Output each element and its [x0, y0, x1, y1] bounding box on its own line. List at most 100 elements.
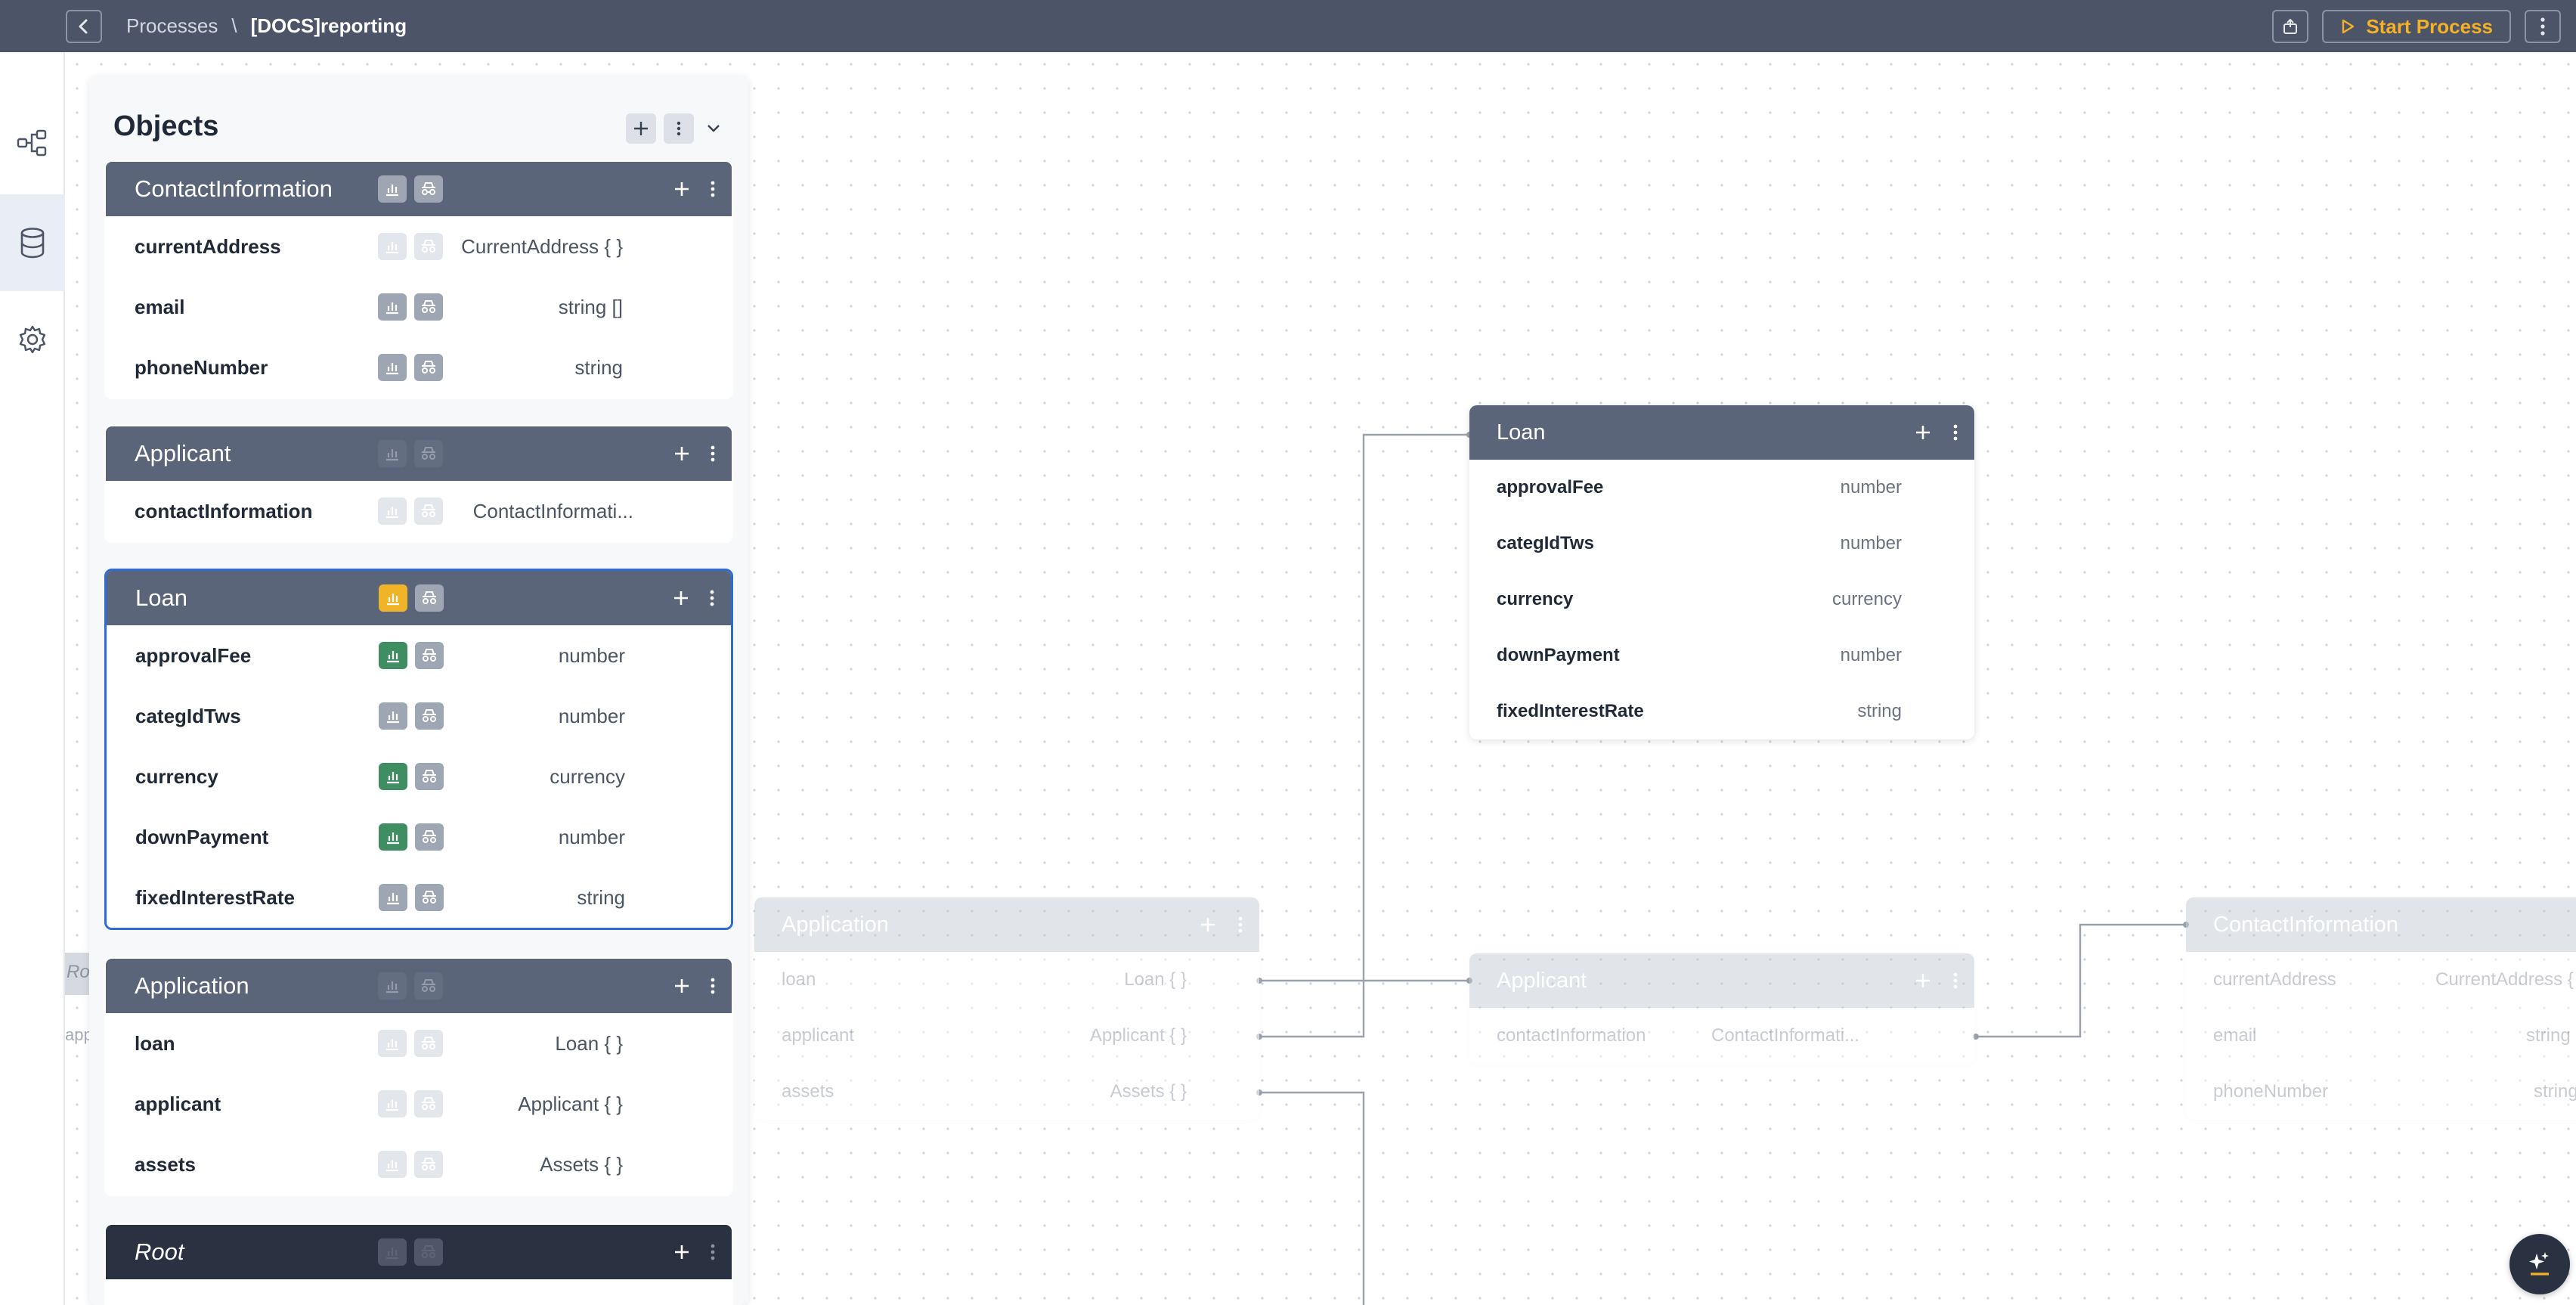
field-row[interactable]: phoneNumber string [106, 337, 732, 398]
sensitive-data-badge[interactable] [414, 354, 443, 381]
reporting-badge[interactable] [378, 498, 407, 525]
field-row[interactable]: assets Assets { } [106, 1134, 732, 1195]
plus-icon[interactable] [1914, 972, 1932, 990]
incognito-icon [423, 830, 436, 843]
sensitive-data-badge[interactable] [414, 498, 443, 525]
more-vertical-icon[interactable] [711, 1244, 715, 1260]
sensitive-data-badge[interactable] [414, 1151, 443, 1178]
reporting-badge[interactable] [378, 440, 407, 467]
object-card-loan[interactable]: Loan approvalFee number categIdTws numbe… [104, 569, 733, 930]
rail-item-data-model[interactable] [0, 194, 65, 291]
reporting-badge[interactable] [378, 1238, 407, 1266]
bar-chart-icon [386, 184, 398, 197]
plus-icon[interactable] [672, 589, 690, 607]
play-icon [2342, 19, 2355, 34]
field-type: Applicant { } [518, 1092, 623, 1115]
field-row[interactable]: loan Loan { } [106, 1013, 732, 1074]
incognito-icon [423, 709, 436, 722]
more-vertical-icon[interactable] [711, 181, 715, 197]
reporting-badge[interactable] [378, 233, 407, 260]
sensitive-data-badge[interactable] [414, 972, 443, 1000]
panel-more-button[interactable] [664, 113, 694, 144]
object-card-root[interactable]: Root [104, 1223, 733, 1305]
breadcrumb-processes[interactable]: Processes [126, 14, 218, 37]
back-button[interactable] [66, 10, 102, 43]
plus-icon[interactable] [673, 1243, 691, 1261]
plus-icon[interactable] [1914, 423, 1932, 442]
field-name: email [135, 295, 185, 318]
node-title: Application [782, 912, 889, 937]
sensitive-data-badge[interactable] [414, 293, 443, 321]
reporting-badge[interactable] [378, 1151, 407, 1178]
collapse-panel-button[interactable] [701, 113, 726, 144]
object-card-application[interactable]: Application loan Loan { } applicant Appl… [104, 957, 733, 1196]
reporting-badge[interactable] [379, 763, 407, 790]
incognito-icon [422, 1245, 435, 1258]
plus-icon[interactable] [673, 180, 691, 198]
sensitive-data-badge[interactable] [415, 823, 444, 851]
more-menu-button[interactable] [2525, 10, 2561, 43]
sensitive-data-badge[interactable] [414, 1238, 443, 1266]
sensitive-data-badge[interactable] [415, 642, 444, 669]
field-row[interactable]: email string [] [106, 277, 732, 337]
field-type: string [1857, 701, 1902, 721]
field-row[interactable]: currentAddress CurrentAddress { } [106, 216, 732, 277]
reporting-badge[interactable] [378, 293, 407, 321]
sensitive-data-badge[interactable] [414, 175, 443, 203]
sensitive-data-badge[interactable] [414, 1090, 443, 1117]
sensitive-data-badge[interactable] [414, 1030, 443, 1057]
sensitive-data-badge[interactable] [415, 584, 444, 612]
reporting-badge[interactable] [379, 702, 407, 730]
reporting-badge[interactable] [378, 1090, 407, 1117]
field-row[interactable]: categIdTws number [107, 686, 731, 746]
card-title: Application [135, 972, 249, 999]
object-card-contact-information[interactable]: ContactInformation currentAddress Curren… [104, 160, 733, 399]
reporting-badge[interactable] [379, 823, 407, 851]
field-row[interactable]: currency currency [107, 746, 731, 807]
more-vertical-icon[interactable] [1238, 916, 1243, 933]
more-vertical-icon[interactable] [1953, 424, 1958, 441]
sensitive-data-badge[interactable] [415, 763, 444, 790]
field-row[interactable]: contactInformation ContactInformati... [106, 481, 732, 541]
reporting-badge[interactable] [379, 884, 407, 911]
field-row[interactable]: applicant Applicant { } [106, 1074, 732, 1134]
sensitive-data-badge[interactable] [415, 702, 444, 730]
rail-item-settings[interactable] [0, 291, 65, 388]
field-row[interactable]: fixedInterestRate string [107, 867, 731, 928]
more-vertical-icon[interactable] [710, 590, 714, 606]
more-vertical-icon[interactable] [1953, 972, 1958, 989]
field-type: number [1840, 645, 1902, 665]
field-type: number [558, 825, 625, 848]
object-card-applicant[interactable]: Applicant contactInformation ContactInfo… [104, 425, 733, 543]
sensitive-data-badge[interactable] [414, 233, 443, 260]
reporting-badge[interactable] [379, 584, 407, 612]
sensitive-data-badge[interactable] [414, 440, 443, 467]
field-row[interactable]: downPayment number [107, 807, 731, 867]
node-header: Application [754, 897, 1259, 952]
add-object-button[interactable] [626, 113, 656, 144]
share-button[interactable] [2272, 10, 2309, 43]
ai-assistant-button[interactable] [2509, 1234, 2570, 1294]
card-header: Root [106, 1225, 732, 1279]
sensitive-data-badge[interactable] [415, 884, 444, 911]
reporting-badge[interactable] [379, 642, 407, 669]
plus-icon[interactable] [1199, 916, 1217, 934]
field-row[interactable]: approvalFee number [107, 625, 731, 686]
more-vertical-icon[interactable] [711, 978, 715, 994]
reporting-badge[interactable] [378, 1030, 407, 1057]
more-vertical-icon[interactable] [711, 445, 715, 462]
field-type: currency [550, 764, 625, 788]
rail-item-process[interactable] [0, 95, 65, 191]
reporting-badge[interactable] [378, 175, 407, 203]
plus-icon[interactable] [673, 977, 691, 995]
start-process-button[interactable]: Start Process [2322, 10, 2511, 43]
field-name: applicant [782, 1025, 855, 1046]
reporting-badge[interactable] [378, 354, 407, 381]
plus-icon[interactable] [673, 445, 691, 463]
reporting-badge[interactable] [378, 972, 407, 1000]
